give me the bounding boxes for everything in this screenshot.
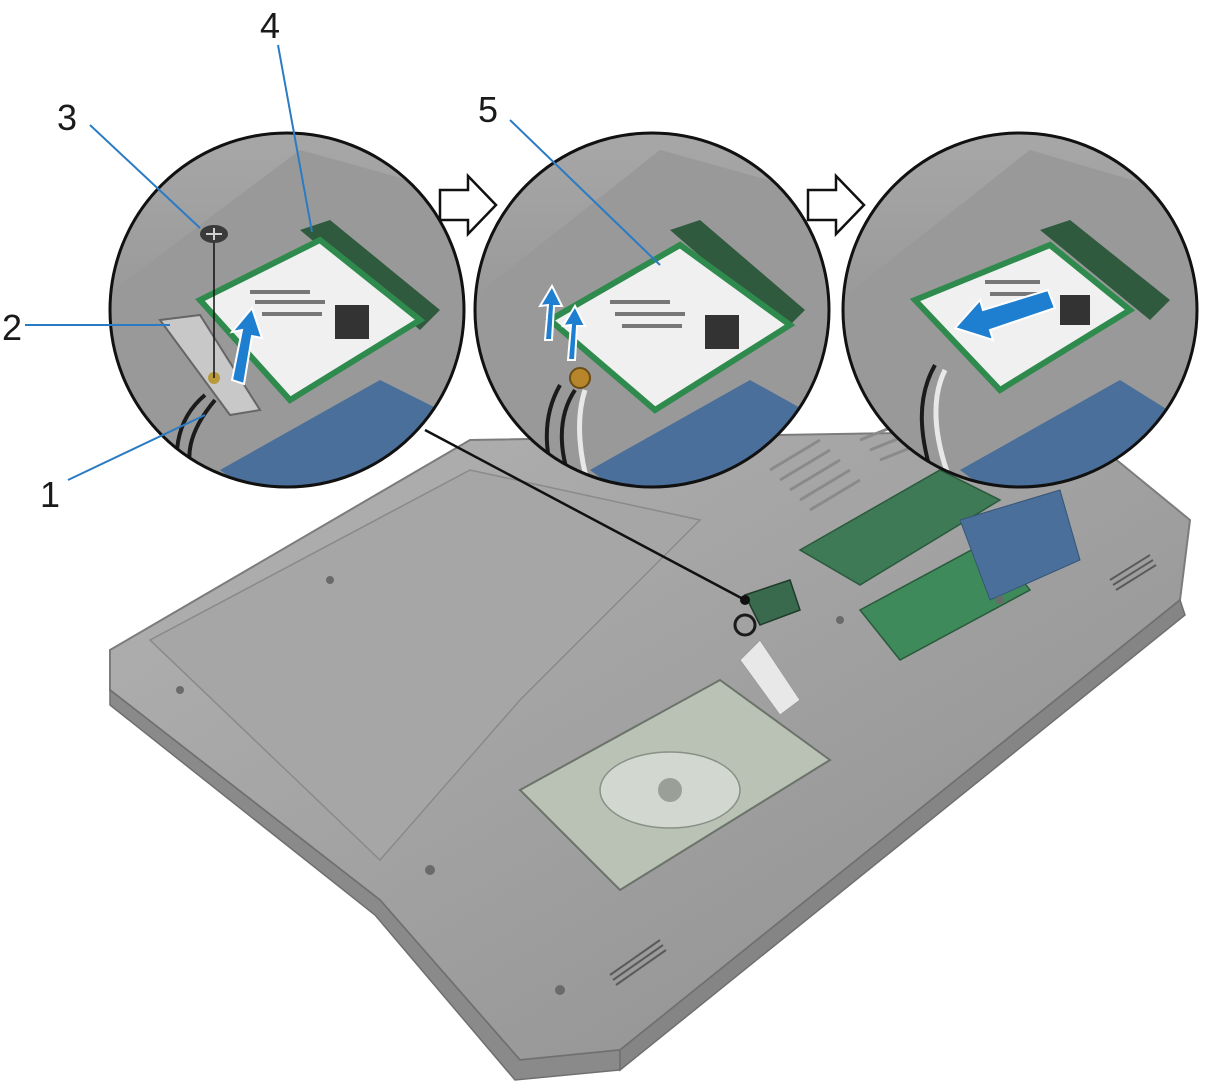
callout-4: 4: [260, 5, 280, 46]
zoom-leader-line: [424, 428, 746, 602]
card-slot-zoom-2: [670, 220, 805, 330]
leader-4: [277, 44, 313, 233]
card-slot-zoom-3: [1040, 220, 1170, 320]
card-label-text-zoom-1: [250, 290, 369, 339]
zoom-target-dot: [740, 595, 750, 605]
laptop-base: [109, 418, 1192, 1081]
laptop-right-edge: [619, 598, 1186, 1072]
card-label-text-zoom-3: [985, 280, 1090, 325]
callout-5: 5: [478, 89, 498, 130]
battery-area: [148, 469, 702, 862]
disconnect-arrow-right-icon: [561, 303, 587, 361]
antenna-connector-zoom-2: [569, 367, 591, 389]
speaker-grille-front: [609, 939, 667, 986]
wireless-card-zoom-1: [195, 236, 426, 404]
hard-drive-spindle: [658, 778, 682, 802]
speaker-grille-right: [1109, 554, 1157, 591]
card-slot-zoom-1: [300, 220, 440, 330]
antenna-cables-zoom-3: [933, 368, 953, 481]
screw-icon: [200, 225, 228, 243]
card-label-text-zoom-2: [610, 300, 739, 349]
wireless-card-cables-small: [733, 613, 757, 637]
leader-3: [89, 124, 201, 229]
slide-out-arrow-icon: [953, 288, 1057, 342]
hard-drive-cable: [739, 639, 801, 716]
antenna-bracket: [158, 313, 262, 417]
callout-3: 3: [57, 97, 77, 138]
disconnect-arrow-left-icon: [538, 283, 564, 341]
zoom-circle-step-2: [473, 131, 831, 489]
callout-leaders: [25, 44, 661, 481]
base-screws: [176, 576, 1004, 995]
callout-2: 2: [2, 307, 22, 348]
wireless-card-small: [743, 579, 801, 626]
system-board-area: [959, 489, 1081, 601]
leader-5: [509, 119, 661, 266]
memory-module-upper: [798, 469, 1002, 586]
zoom-circle-step-3: [841, 131, 1199, 489]
zoom-circle-step-1: [108, 131, 466, 489]
callout-1: 1: [40, 474, 60, 515]
step-arrow-1-icon: [438, 172, 498, 238]
leader-1: [67, 414, 206, 481]
step-arrow-2-icon: [806, 172, 866, 238]
lift-arrow-icon: [229, 305, 264, 386]
